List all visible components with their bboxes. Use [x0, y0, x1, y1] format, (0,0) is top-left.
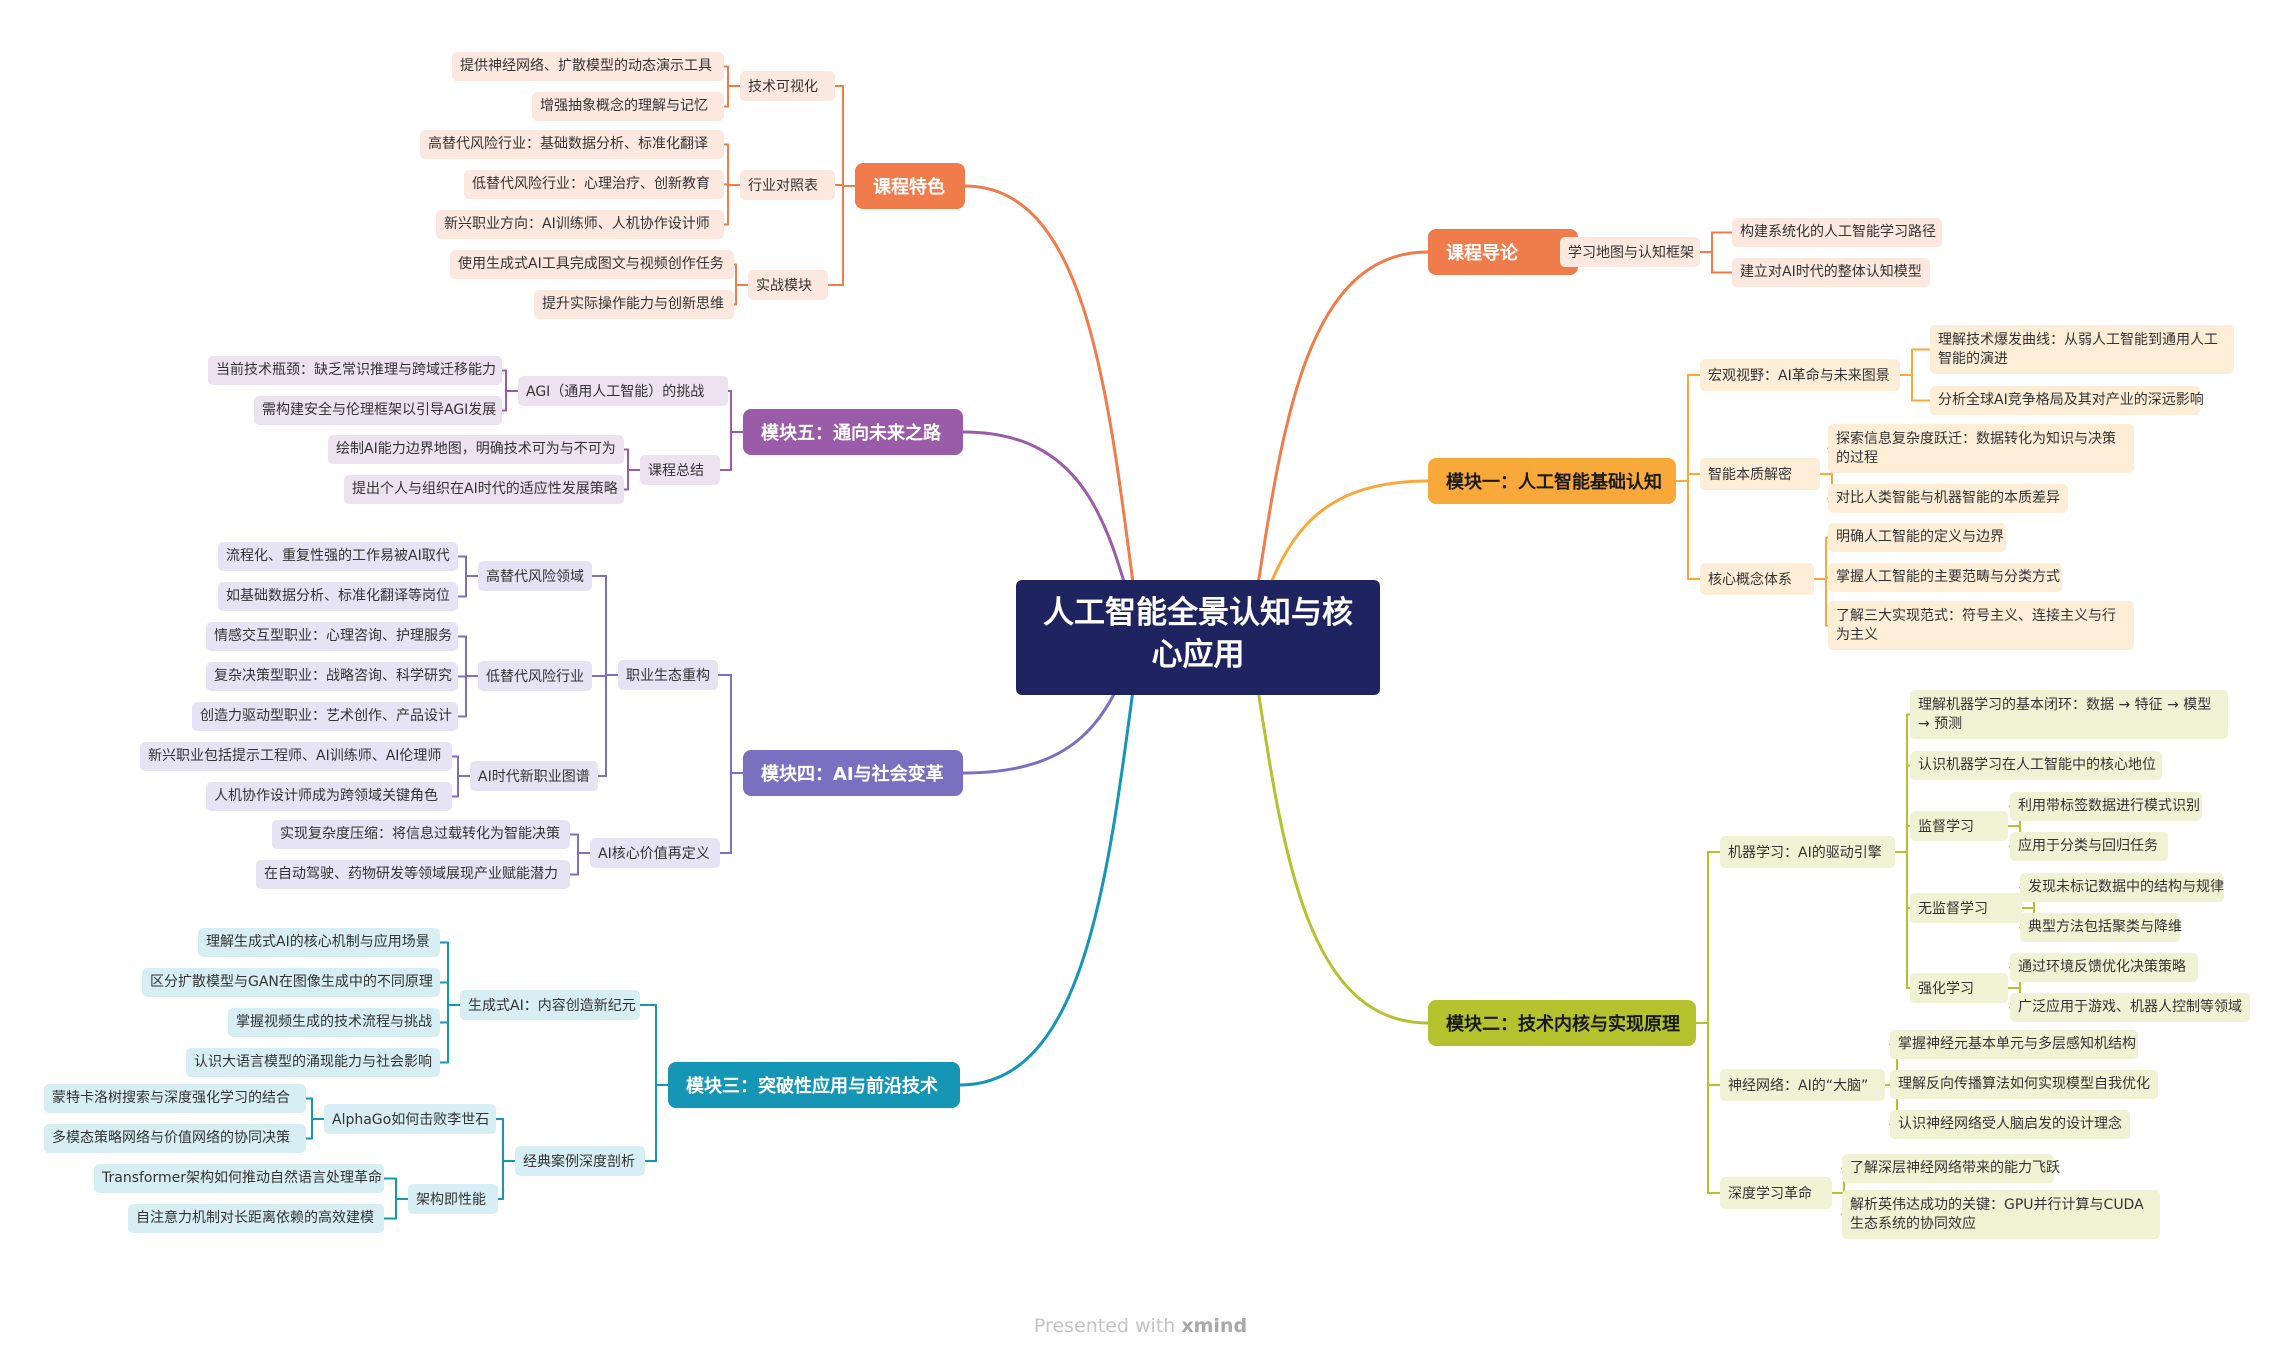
subtopic[interactable]: 神经网络：AI的“大脑” [1720, 1069, 1885, 1101]
subtopic[interactable]: 经典案例深度剖析 [515, 1146, 645, 1176]
leaf-topic[interactable]: 解析英伟达成功的关键：GPU并行计算与CUDA生态系统的协同效应 [1842, 1190, 2160, 1239]
leaf-topic[interactable]: 在自动驾驶、药物研发等领域展现产业赋能潜力 [256, 860, 570, 889]
subtopic[interactable]: 职业生态重构 [618, 660, 718, 690]
leaf-topic[interactable]: 认识神经网络受人脑启发的设计理念 [1890, 1110, 2130, 1139]
subtopic[interactable]: 深度学习革命 [1720, 1177, 1832, 1209]
subtopic[interactable]: 架构即性能 [408, 1184, 498, 1214]
footer-prefix: Presented with [1033, 1315, 1182, 1337]
subtopic[interactable]: AGI（通用人工智能）的挑战 [518, 376, 728, 406]
leaf-topic[interactable]: 理解机器学习的基本闭环：数据 → 特征 → 模型 → 预测 [1910, 690, 2228, 739]
subtopic[interactable]: 宏观视野：AI革命与未来图景 [1700, 359, 1900, 391]
leaf-topic[interactable]: 多模态策略网络与价值网络的协同决策 [44, 1124, 306, 1153]
leaf-topic[interactable]: 探索信息复杂度跃迁：数据转化为知识与决策的过程 [1828, 424, 2134, 473]
subtopic[interactable]: AI时代新职业图谱 [470, 761, 598, 791]
leaf-topic[interactable]: 广泛应用于游戏、机器人控制等领域 [2010, 993, 2250, 1022]
leaf-topic[interactable]: 实现复杂度压缩：将信息过载转化为智能决策 [272, 820, 570, 849]
leaf-topic[interactable]: 人机协作设计师成为跨领域关键角色 [206, 782, 452, 811]
main-topic[interactable]: 模块四：AI与社会变革 [743, 750, 963, 796]
leaf-topic[interactable]: 高替代风险行业：基础数据分析、标准化翻译 [420, 130, 724, 159]
subtopic[interactable]: 低替代风险行业 [478, 661, 592, 691]
leaf-topic[interactable]: 对比人类智能与机器智能的本质差异 [1828, 484, 2068, 513]
leaf-topic[interactable]: 了解深层神经网络带来的能力飞跃 [1842, 1154, 2060, 1183]
leaf-topic[interactable]: 掌握人工智能的主要范畴与分类方式 [1828, 563, 2062, 592]
leaf-topic[interactable]: 绘制AI能力边界地图，明确技术可为与不可为 [328, 435, 624, 464]
leaf-topic[interactable]: 新兴职业方向：AI训练师、人机协作设计师 [436, 210, 724, 239]
subtopic[interactable]: AI核心价值再定义 [590, 838, 720, 868]
leaf-topic[interactable]: 蒙特卡洛树搜索与深度强化学习的结合 [44, 1084, 306, 1113]
leaf-topic[interactable]: 应用于分类与回归任务 [2010, 832, 2168, 861]
subtopic[interactable]: 核心概念体系 [1700, 563, 1814, 595]
leaf-topic[interactable]: 典型方法包括聚类与降维 [2020, 913, 2182, 942]
main-topic[interactable]: 模块一：人工智能基础认知 [1428, 458, 1676, 504]
main-topic[interactable]: 模块五：通向未来之路 [743, 409, 963, 455]
leaf-topic[interactable]: 增强抽象概念的理解与记忆 [532, 92, 724, 121]
subtopic[interactable]: 监督学习 [1910, 811, 2008, 841]
subtopic[interactable]: AlphaGo如何击败李世石 [324, 1104, 496, 1134]
footer-brand: xmind [1181, 1315, 1248, 1337]
central-topic[interactable]: 人工智能全景认知与核心应用 [1016, 580, 1380, 695]
leaf-topic[interactable]: 建立对AI时代的整体认知模型 [1732, 258, 1930, 287]
leaf-topic[interactable]: 情感交互型职业：心理咨询、护理服务 [206, 622, 458, 651]
leaf-topic[interactable]: 理解生成式AI的核心机制与应用场景 [198, 928, 440, 957]
subtopic[interactable]: 无监督学习 [1910, 893, 2022, 923]
leaf-topic[interactable]: 理解反向传播算法如何实现模型自我优化 [1890, 1070, 2158, 1099]
leaf-topic[interactable]: 理解技术爆发曲线：从弱人工智能到通用人工智能的演进 [1930, 325, 2234, 374]
leaf-topic[interactable]: 使用生成式AI工具完成图文与视频创作任务 [450, 250, 734, 279]
leaf-topic[interactable]: 构建系统化的人工智能学习路径 [1732, 218, 1942, 247]
leaf-topic[interactable]: 提供神经网络、扩散模型的动态演示工具 [452, 52, 724, 81]
leaf-topic[interactable]: 掌握神经元基本单元与多层感知机结构 [1890, 1030, 2138, 1059]
leaf-topic[interactable]: 分析全球AI竞争格局及其对产业的深远影响 [1930, 386, 2204, 415]
branch-line [963, 184, 1142, 639]
leaf-topic[interactable]: 提出个人与组织在AI时代的适应性发展策略 [344, 475, 624, 504]
leaf-topic[interactable]: 明确人工智能的定义与边界 [1828, 523, 2006, 552]
leaf-topic[interactable]: 需构建安全与伦理框架以引导AGI发展 [254, 396, 502, 425]
leaf-topic[interactable]: Transformer架构如何推动自然语言处理革命 [94, 1164, 384, 1193]
branch-line [958, 635, 1142, 1087]
subtopic[interactable]: 学习地图与认知框架 [1560, 237, 1700, 267]
leaf-topic[interactable]: 掌握视频生成的技术流程与挑战 [228, 1008, 440, 1037]
subtopic[interactable]: 实战模块 [748, 270, 828, 300]
leaf-topic[interactable]: 低替代风险行业：心理治疗、创新教育 [464, 170, 724, 199]
subtopic[interactable]: 机器学习：AI的驱动引擎 [1720, 836, 1895, 868]
subtopic[interactable]: 行业对照表 [740, 170, 835, 200]
subtopic[interactable]: 生成式AI：内容创造新纪元 [460, 990, 640, 1020]
leaf-topic[interactable]: 新兴职业包括提示工程师、AI训练师、AI伦理师 [140, 742, 452, 771]
main-topic[interactable]: 模块三：突破性应用与前沿技术 [668, 1062, 960, 1108]
leaf-topic[interactable]: 流程化、重复性强的工作易被AI取代 [218, 542, 458, 571]
branch-line [1248, 250, 1430, 639]
leaf-topic[interactable]: 认识机器学习在人工智能中的核心地位 [1910, 751, 2162, 780]
subtopic[interactable]: 强化学习 [1910, 973, 2008, 1003]
subtopic[interactable]: 智能本质解密 [1700, 458, 1820, 490]
leaf-topic[interactable]: 通过环境反馈优化决策策略 [2010, 953, 2198, 982]
leaf-topic[interactable]: 提升实际操作能力与创新思维 [534, 290, 734, 319]
leaf-topic[interactable]: 区分扩散模型与GAN在图像生成中的不同原理 [142, 968, 440, 997]
main-topic[interactable]: 模块二：技术内核与实现原理 [1428, 1000, 1696, 1046]
subtopic[interactable]: 技术可视化 [740, 71, 835, 101]
leaf-topic[interactable]: 如基础数据分析、标准化翻译等岗位 [218, 582, 458, 611]
leaf-topic[interactable]: 创造力驱动型职业：艺术创作、产品设计 [192, 702, 458, 731]
leaf-topic[interactable]: 利用带标签数据进行模式识别 [2010, 792, 2202, 821]
main-topic[interactable]: 课程特色 [855, 163, 965, 209]
subtopic[interactable]: 课程总结 [640, 455, 720, 485]
main-topic[interactable]: 课程导论 [1428, 229, 1578, 275]
leaf-topic[interactable]: 发现未标记数据中的结构与规律 [2020, 873, 2224, 902]
footer-watermark: Presented with xmind [0, 1315, 2281, 1337]
leaf-topic[interactable]: 复杂决策型职业：战略咨询、科学研究 [206, 662, 458, 691]
leaf-topic[interactable]: 认识大语言模型的涌现能力与社会影响 [186, 1048, 440, 1077]
branch-line [1248, 635, 1430, 1025]
leaf-topic[interactable]: 了解三大实现范式：符号主义、连接主义与行为主义 [1828, 601, 2134, 650]
subtopic[interactable]: 高替代风险领域 [478, 561, 592, 591]
leaf-topic[interactable]: 自注意力机制对长距离依赖的高效建模 [128, 1204, 384, 1233]
leaf-topic[interactable]: 当前技术瓶颈：缺乏常识推理与跨域迁移能力 [208, 356, 502, 385]
